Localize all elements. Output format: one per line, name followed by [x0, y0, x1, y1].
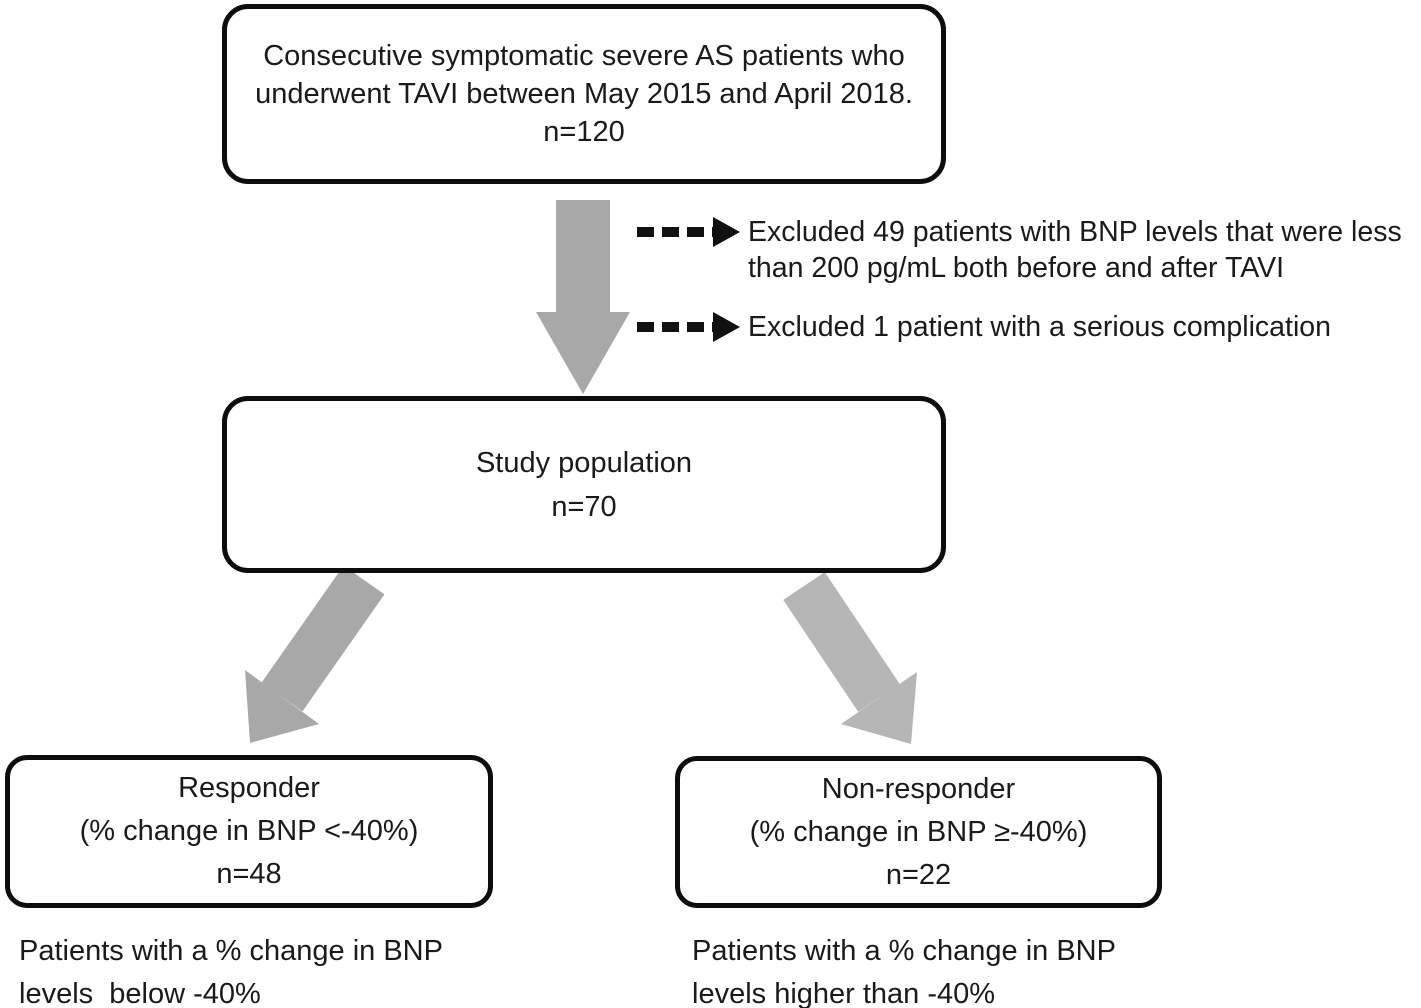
diagonal-arrow-left-shaft [261, 565, 385, 712]
diagonal-arrow-left-head [245, 670, 319, 743]
enrollment-box-line-1: Consecutive symptomatic severe AS patien… [263, 40, 905, 72]
enrollment-box: Consecutive symptomatic severe AS patien… [222, 4, 946, 184]
dashed-arrow-1-head [713, 217, 740, 247]
study-population-title: Study population [475, 446, 693, 479]
nonresponder-caption-line-2: levels higher than -40% [692, 978, 996, 1008]
dashed-arrow-2-head [713, 312, 740, 342]
dashed-arrow-exclusion-2 [637, 312, 740, 342]
dashed-arrow-exclusion-1 [637, 217, 740, 247]
nonresponder-caption: Patients with a % change in BNP levels h… [692, 930, 1172, 1008]
down-arrow-head [536, 312, 630, 394]
exclusion-note-1-line-2: than 200 pg/mL both before and after TAV… [748, 252, 1285, 284]
nonresponder-title: Non-responder [821, 772, 1016, 805]
responder-criteria: (% change in BNP <-40%) [79, 815, 419, 847]
responder-caption-line-1: Patients with a % change in BNP [19, 935, 443, 967]
nonresponder-box: Non-responder (% change in BNP ≥-40%) n=… [675, 756, 1162, 908]
enrollment-box-count: n=120 [543, 116, 625, 148]
diagonal-arrow-right-head [841, 672, 917, 744]
study-population-box: Study population n=70 [222, 396, 946, 573]
exclusion-note-2-line-1: Excluded 1 patient with a serious compli… [748, 311, 1331, 343]
responder-caption: Patients with a % change in BNP levels b… [19, 930, 489, 1008]
responder-count: n=48 [216, 858, 282, 890]
responder-title: Responder [178, 772, 320, 804]
exclusion-note-1-line-1: Excluded 49 patients with BNP levels tha… [748, 216, 1402, 248]
responder-box: Responder (% change in BNP <-40%) n=48 [5, 755, 493, 908]
nonresponder-count: n=22 [885, 858, 952, 891]
nonresponder-criteria: (% change in BNP ≥-40%) [749, 815, 1088, 848]
responder-caption-line-2: levels below -40% [19, 978, 261, 1008]
enrollment-box-line-2: underwent TAVI between May 2015 and Apri… [255, 78, 913, 110]
diagonal-arrow-left [245, 565, 385, 743]
exclusion-note-2: Excluded 1 patient with a serious compli… [748, 309, 1421, 345]
diagonal-arrow-right-shaft [783, 572, 900, 712]
study-population-count: n=70 [551, 490, 617, 523]
diagonal-arrow-right [783, 572, 917, 744]
nonresponder-caption-line-1: Patients with a % change in BNP [692, 935, 1116, 967]
down-arrow [536, 200, 630, 394]
exclusion-note-1: Excluded 49 patients with BNP levels tha… [748, 214, 1421, 286]
